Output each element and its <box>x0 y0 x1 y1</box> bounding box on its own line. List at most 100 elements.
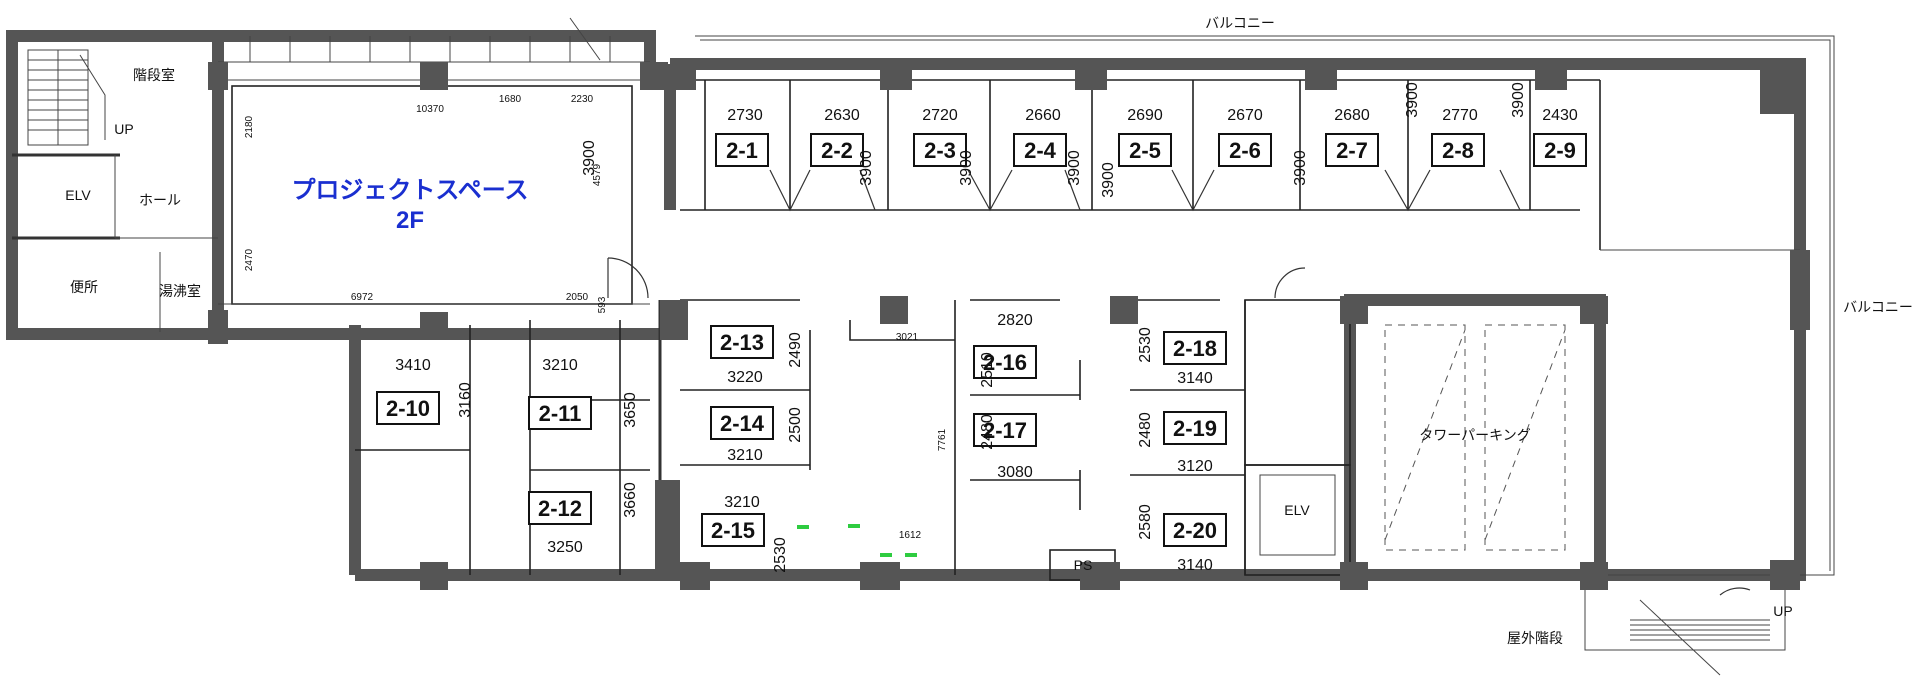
room-id-label: 2-17 <box>983 418 1027 443</box>
columns <box>208 62 1810 590</box>
room-2-9: 2-9 2430 3900 <box>1510 82 1587 167</box>
room-id-label: 2-15 <box>711 518 755 543</box>
balcony-outline <box>695 35 1835 576</box>
room-width-dim: 3140 <box>1177 557 1213 574</box>
room-2-16: 2-16 2820 2510 <box>973 312 1037 388</box>
room-depth-dim: 3900 <box>958 150 975 186</box>
room-width-dim: 2680 <box>1334 107 1370 124</box>
room-2-18: 2-18 3140 2530 <box>1137 327 1227 387</box>
room-id-label: 2-14 <box>720 411 765 436</box>
room-id-label: 2-20 <box>1173 518 1217 543</box>
dim-10370: 10370 <box>416 104 444 115</box>
dim-4579: 4579 <box>592 163 603 186</box>
room-width-dim: 2770 <box>1442 107 1478 124</box>
room-width-dim: 2630 <box>824 107 860 124</box>
room-2-13: 2-13 3220 2490 <box>710 325 804 386</box>
room-id-label: 2-3 <box>924 138 956 163</box>
left-stair <box>27 49 106 146</box>
room-label-box <box>528 491 592 525</box>
room-width-dim: 2670 <box>1227 107 1263 124</box>
room-id-label: 2-5 <box>1129 138 1161 163</box>
room-width-dim: 2430 <box>1542 107 1578 124</box>
room-depth-dim: 3900 <box>1510 82 1527 118</box>
room-id-label: 2-11 <box>539 401 582 426</box>
room-depth-dim: 2530 <box>1137 327 1154 363</box>
dim-2470: 2470 <box>244 248 255 271</box>
room-label-box <box>973 413 1037 447</box>
room-depth-dim: 3900 <box>1404 82 1421 118</box>
dim-1612: 1612 <box>899 530 922 541</box>
room-label-box <box>376 391 440 425</box>
dim-2180: 2180 <box>244 115 255 138</box>
room-label-box <box>810 133 864 167</box>
elv-left-label: ELV <box>65 187 91 203</box>
hall-label: ホール <box>139 192 181 208</box>
room-depth-dim: 2500 <box>787 407 804 443</box>
green-markers <box>797 524 917 557</box>
extra-dimensions: 3900 10370 1680 2230 2180 4579 2470 6972… <box>244 94 948 541</box>
room-label-box <box>701 513 765 547</box>
room-width-dim: 3140 <box>1177 370 1213 387</box>
room-2-10: 2-10 3410 3160 <box>376 357 474 425</box>
room-label-box <box>1118 133 1172 167</box>
room-id-label: 2-13 <box>720 330 764 355</box>
room-width-dim: 3410 <box>395 357 431 374</box>
ps-label: PS <box>1074 557 1093 573</box>
room-id-label: 2-8 <box>1442 138 1474 163</box>
room-width-dim: 2720 <box>922 107 958 124</box>
room-depth-dim: 3900 <box>1100 162 1117 198</box>
room-2-8: 2-8 2770 3900 <box>1404 82 1485 167</box>
room-id-label: 2-12 <box>538 496 582 521</box>
tower-parking-label: タワーパーキング <box>1419 427 1530 443</box>
room-id-label: 2-18 <box>1173 336 1217 361</box>
room-2-14: 2-14 3210 2500 <box>710 406 804 464</box>
room-depth-dim: 3160 <box>457 382 474 418</box>
room-label-box <box>1163 513 1227 547</box>
room-width-dim: 3220 <box>727 369 763 386</box>
balcony-right-label: バルコニー <box>1843 299 1913 315</box>
room-id-label: 2-16 <box>983 350 1027 375</box>
room-label-box <box>1218 133 1272 167</box>
dim-7761: 7761 <box>937 428 948 451</box>
outdoor-stair-label: 屋外階段 <box>1507 630 1563 646</box>
dim-1680: 1680 <box>499 94 522 105</box>
room-width-dim: 3250 <box>547 539 583 556</box>
room-label-box <box>1163 331 1227 365</box>
dim-2230: 2230 <box>571 94 594 105</box>
room-width-dim: 3120 <box>1177 458 1213 475</box>
room-depth-dim: 3650 <box>622 392 639 428</box>
room-id-label: 2-2 <box>821 138 853 163</box>
room-width-dim: 3210 <box>727 447 763 464</box>
room-label-box <box>1533 133 1587 167</box>
room-depth-dim: 2530 <box>772 537 789 573</box>
project-space-title: プロジェクトスペース <box>291 177 528 204</box>
room-width-dim: 2690 <box>1127 107 1163 124</box>
room-depth-dim: 2510 <box>979 352 996 388</box>
room-depth-dim: 2490 <box>787 332 804 368</box>
room-label-box <box>913 133 967 167</box>
balcony-top-label: バルコニー <box>1205 15 1275 31</box>
right-area <box>1244 249 1800 581</box>
room-id-label: 2-10 <box>386 396 430 421</box>
room-label-box <box>1163 411 1227 445</box>
dim-6972: 6972 <box>351 292 374 303</box>
room-depth-dim: 2580 <box>1137 504 1154 540</box>
room-id-label: 2-4 <box>1024 138 1057 163</box>
room-width-dim: 2820 <box>997 312 1033 329</box>
room-2-5: 2-5 2690 3900 <box>1100 107 1172 198</box>
room-label-box <box>715 133 769 167</box>
room-depth-dim: 2480 <box>1137 412 1154 448</box>
room-label-box <box>528 396 592 430</box>
top-row-rooms <box>680 79 1601 250</box>
room-id-label: 2-9 <box>1544 138 1576 163</box>
room-id-label: 2-1 <box>726 138 758 163</box>
room-label-box <box>710 325 774 359</box>
